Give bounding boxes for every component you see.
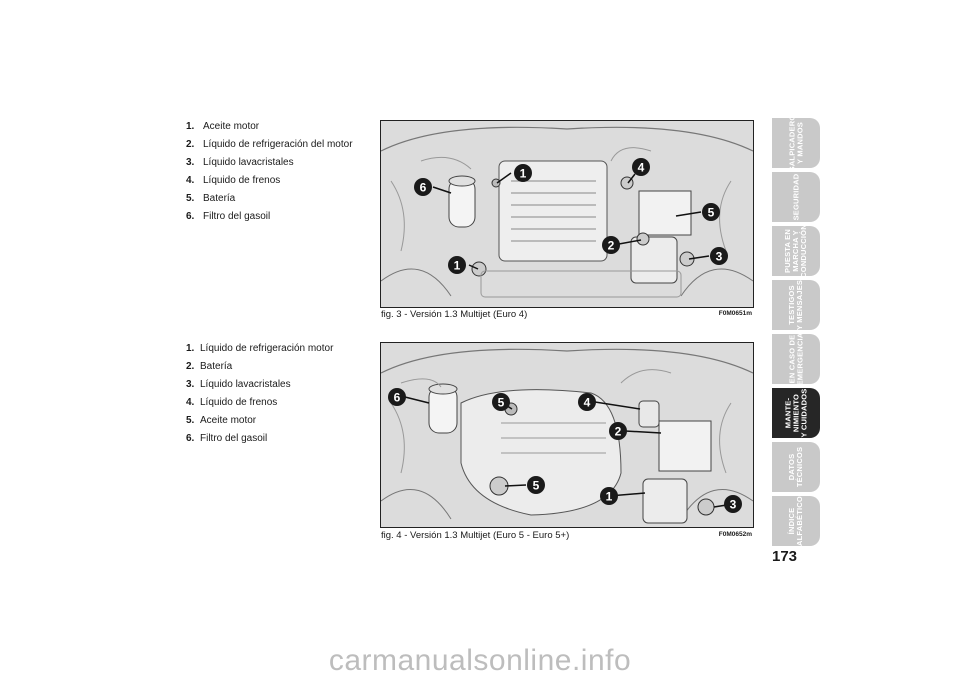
callout-1: 1 xyxy=(600,487,618,505)
svg-text:4: 4 xyxy=(584,396,591,410)
callout-2: 2 xyxy=(609,422,627,440)
svg-text:6: 6 xyxy=(420,181,427,195)
svg-text:2: 2 xyxy=(608,239,615,253)
figure-4-code: F0M0652m xyxy=(718,531,752,538)
svg-text:3: 3 xyxy=(716,250,723,264)
svg-text:5: 5 xyxy=(533,479,540,493)
tab-emergencia[interactable]: EN CASO DE EMERGENCIA xyxy=(772,333,820,385)
legend-item: 1.Líquido de refrigeración motor xyxy=(186,343,334,354)
callout-2: 2 xyxy=(602,236,620,254)
chapter-tabs: SALPICADERO Y MANDOS SEGURIDAD PUESTA EN… xyxy=(772,115,820,550)
svg-text:6: 6 xyxy=(394,391,401,405)
callout-1b: 1 xyxy=(448,256,466,274)
callout-3: 3 xyxy=(710,247,728,265)
tab-seguridad[interactable]: SEGURIDAD xyxy=(772,172,820,222)
callout-4: 4 xyxy=(632,158,650,176)
svg-text:3: 3 xyxy=(730,498,737,512)
tab-testigos[interactable]: TESTIGOS Y MENSAJES xyxy=(772,280,820,330)
legend-item: 3.Líquido lavacristales xyxy=(186,157,294,168)
tab-indice[interactable]: ÍNDICE ALFABÉTICO xyxy=(772,496,820,546)
page-number: 173 xyxy=(772,548,798,565)
legend-item: 2.Batería xyxy=(186,361,233,372)
tab-salpicadero[interactable]: SALPICADERO Y MANDOS xyxy=(772,115,820,171)
callout-5: 5 xyxy=(702,203,720,221)
callout-5: 5 xyxy=(492,393,510,411)
callout-1: 1 xyxy=(514,164,532,182)
svg-text:4: 4 xyxy=(638,161,645,175)
legend-item: 1.Aceite motor xyxy=(186,121,260,132)
legend-item: 6.Filtro del gasoil xyxy=(186,433,268,444)
svg-text:1: 1 xyxy=(520,167,527,181)
legend-item: 4.Líquido de frenos xyxy=(186,175,281,186)
svg-text:1: 1 xyxy=(454,259,461,273)
legend-item: 3.Líquido lavacristales xyxy=(186,379,291,390)
engine-figure-4: 6 5 4 2 5 1 3 xyxy=(380,342,754,528)
callout-5b: 5 xyxy=(527,476,545,494)
callout-4: 4 xyxy=(578,393,596,411)
callout-3: 3 xyxy=(724,495,742,513)
legend-fig3: 1.Aceite motor 2.Líquido de refrigeració… xyxy=(186,118,353,226)
legend-item: 5.Aceite motor xyxy=(186,415,257,426)
figure-4-caption: fig. 4 - Versión 1.3 Multijet (Euro 5 - … xyxy=(381,530,570,541)
tab-mantenimiento[interactable]: MANTE- NIMIENTO Y CUIDADOS xyxy=(772,388,820,438)
svg-text:5: 5 xyxy=(708,206,715,220)
legend-item: 4.Líquido de frenos xyxy=(186,397,278,408)
svg-text:1: 1 xyxy=(606,490,613,504)
engine-figure-3: 1 6 4 5 2 3 1 xyxy=(380,120,754,308)
legend-item: 2.Líquido de refrigeración del motor xyxy=(186,139,353,150)
figure-3-caption: fig. 3 - Versión 1.3 Multijet (Euro 4) xyxy=(381,309,528,320)
svg-text:5: 5 xyxy=(498,396,505,410)
legend-fig4: 1.Líquido de refrigeración motor 2.Bater… xyxy=(186,340,333,448)
svg-text:2: 2 xyxy=(615,425,622,439)
callout-6: 6 xyxy=(414,178,432,196)
tab-puesta-en-marcha[interactable]: PUESTA EN MARCHA Y CONDUCCIÓN xyxy=(772,224,820,278)
tab-datos-tecnicos[interactable]: DATOS TÉCNICOS xyxy=(772,442,820,492)
callout-6: 6 xyxy=(388,388,406,406)
legend-item: 5.Batería xyxy=(186,193,236,204)
legend-item: 6.Filtro del gasoil xyxy=(186,211,271,222)
figure-3-code: F0M0651m xyxy=(718,310,752,317)
watermark: carmanualsonline.info xyxy=(328,644,632,677)
